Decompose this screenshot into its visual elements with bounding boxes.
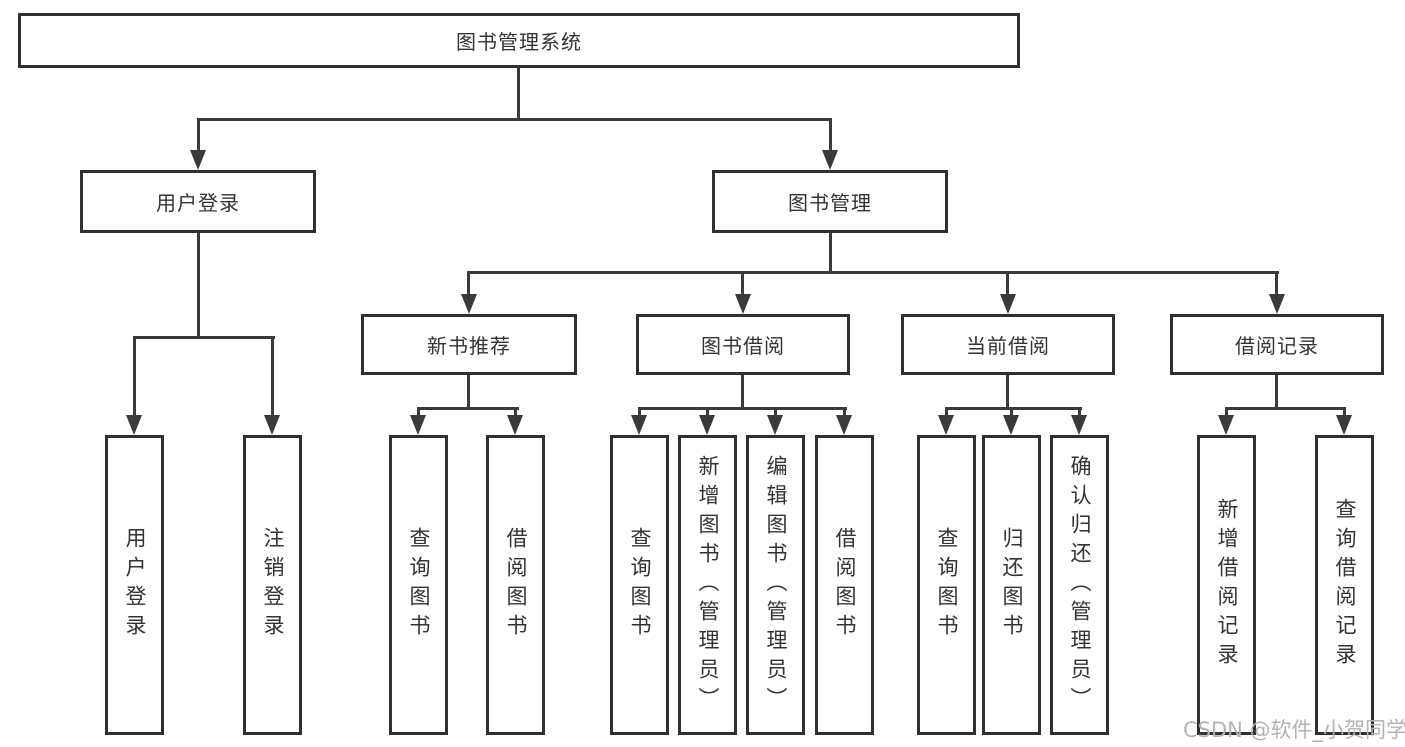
leaf-return-books: 归还图书 (982, 435, 1041, 735)
node-library-management-system: 图书管理系统 (18, 13, 1020, 68)
connector-group-rail (638, 407, 847, 410)
leaf-label: 新增借阅记录 (1215, 498, 1239, 672)
arrowhead-down-icon (1000, 294, 1016, 314)
arrowhead-down-icon (1336, 415, 1352, 435)
connector-level3-rail (468, 271, 1279, 274)
node-label: 图书借阅 (701, 334, 785, 358)
connector-leaf-stub (1343, 407, 1346, 418)
connector-leaf-stub (1010, 407, 1013, 418)
leaf-user-login: 用户登录 (105, 435, 164, 735)
node-label: 借阅记录 (1235, 334, 1319, 358)
arrowhead-down-icon (410, 415, 426, 435)
node-label: 图书管理系统 (456, 30, 582, 54)
node-borrowing-records: 借阅记录 (1170, 314, 1384, 375)
connector-user-login-stub (197, 118, 200, 151)
leaf-label: 注销登录 (261, 527, 285, 643)
connector-leaf-stub (133, 336, 136, 416)
node-label: 新书推荐 (427, 334, 511, 358)
connector-group-drop (741, 375, 744, 410)
arrowhead-down-icon (1003, 415, 1019, 435)
csdn-watermark: CSDN @软件_小贺同学 (1183, 718, 1405, 742)
connector-leaf-stub (514, 407, 517, 418)
arrowhead-down-icon (461, 294, 477, 314)
connector-leaf-stub (638, 407, 641, 418)
connector-leaf-stub (271, 336, 274, 416)
leaf-query-borrow-record: 查询借阅记录 (1315, 435, 1374, 735)
leaf-edit-books-admin: 编辑图书（管理员） (746, 435, 805, 735)
leaf-add-books-admin: 新增图书（管理员） (678, 435, 737, 735)
leaf-label: 查询借阅记录 (1333, 498, 1357, 672)
connector-leaf-stub (706, 407, 709, 418)
leaf-label: 借阅图书 (504, 527, 528, 643)
leaf-query-books-borrow: 查询图书 (610, 435, 669, 735)
connector-group-drop (1275, 375, 1278, 410)
connector-user-login-rail (133, 336, 275, 339)
leaf-label: 确认归还（管理员） (1068, 454, 1092, 716)
connector-group-rail (417, 407, 519, 410)
node-label: 图书管理 (788, 191, 872, 215)
connector-leaf-stub (843, 407, 846, 418)
connector-level3-stub (1275, 271, 1278, 295)
arrowhead-down-icon (938, 415, 954, 435)
connector-level3-stub (1006, 271, 1009, 295)
leaf-query-books-current: 查询图书 (917, 435, 976, 735)
arrowhead-down-icon (507, 415, 523, 435)
connector-group-rail (945, 407, 1082, 410)
leaf-label: 查询图书 (935, 527, 959, 643)
arrowhead-down-icon (631, 415, 647, 435)
connector-group-drop (1006, 375, 1009, 410)
arrowhead-down-icon (264, 415, 280, 435)
node-book-borrowing: 图书借阅 (636, 314, 850, 375)
leaf-label: 编辑图书（管理员） (764, 454, 788, 716)
arrowhead-down-icon (822, 150, 838, 170)
leaf-add-borrow-record: 新增借阅记录 (1197, 435, 1256, 735)
node-user-login: 用户登录 (80, 170, 316, 233)
connector-book-mgmt-stub (829, 118, 832, 151)
connector-group-drop (467, 375, 470, 410)
arrowhead-down-icon (1218, 415, 1234, 435)
node-label: 用户登录 (156, 191, 240, 215)
connector-leaf-stub (417, 407, 420, 418)
connector-user-login-drop (197, 233, 200, 339)
leaf-label: 查询图书 (628, 527, 652, 643)
arrowhead-down-icon (836, 415, 852, 435)
leaf-label: 新增图书（管理员） (696, 454, 720, 716)
leaf-label: 借阅图书 (833, 527, 857, 643)
node-label: 当前借阅 (966, 334, 1050, 358)
leaf-label: 用户登录 (123, 527, 147, 643)
leaf-confirm-return-admin: 确认归还（管理员） (1050, 435, 1109, 735)
arrowhead-down-icon (126, 415, 142, 435)
connector-leaf-stub (1225, 407, 1228, 418)
arrowhead-down-icon (190, 150, 206, 170)
connector-leaf-stub (1078, 407, 1081, 418)
arrowhead-down-icon (699, 415, 715, 435)
node-book-management: 图书管理 (712, 170, 948, 233)
connector-leaf-stub (774, 407, 777, 418)
arrowhead-down-icon (735, 294, 751, 314)
leaf-logout: 注销登录 (243, 435, 302, 735)
arrowhead-down-icon (1071, 415, 1087, 435)
connector-book-mgmt-drop (829, 233, 832, 274)
leaf-borrow-books: 借阅图书 (815, 435, 874, 735)
node-new-book-recommend: 新书推荐 (361, 314, 577, 375)
arrowhead-down-icon (767, 415, 783, 435)
node-current-borrowing: 当前借阅 (901, 314, 1115, 375)
leaf-label: 归还图书 (1000, 527, 1024, 643)
connector-leaf-stub (945, 407, 948, 418)
connector-root-drop (517, 68, 520, 121)
connector-group-rail (1225, 407, 1346, 410)
leaf-label: 查询图书 (407, 527, 431, 643)
leaf-query-books-recommend: 查询图书 (389, 435, 448, 735)
connector-level3-stub (741, 271, 744, 295)
connector-level3-stub (467, 271, 470, 295)
connector-level2-rail (197, 118, 832, 121)
arrowhead-down-icon (1269, 294, 1285, 314)
leaf-borrow-books-recommend: 借阅图书 (486, 435, 545, 735)
